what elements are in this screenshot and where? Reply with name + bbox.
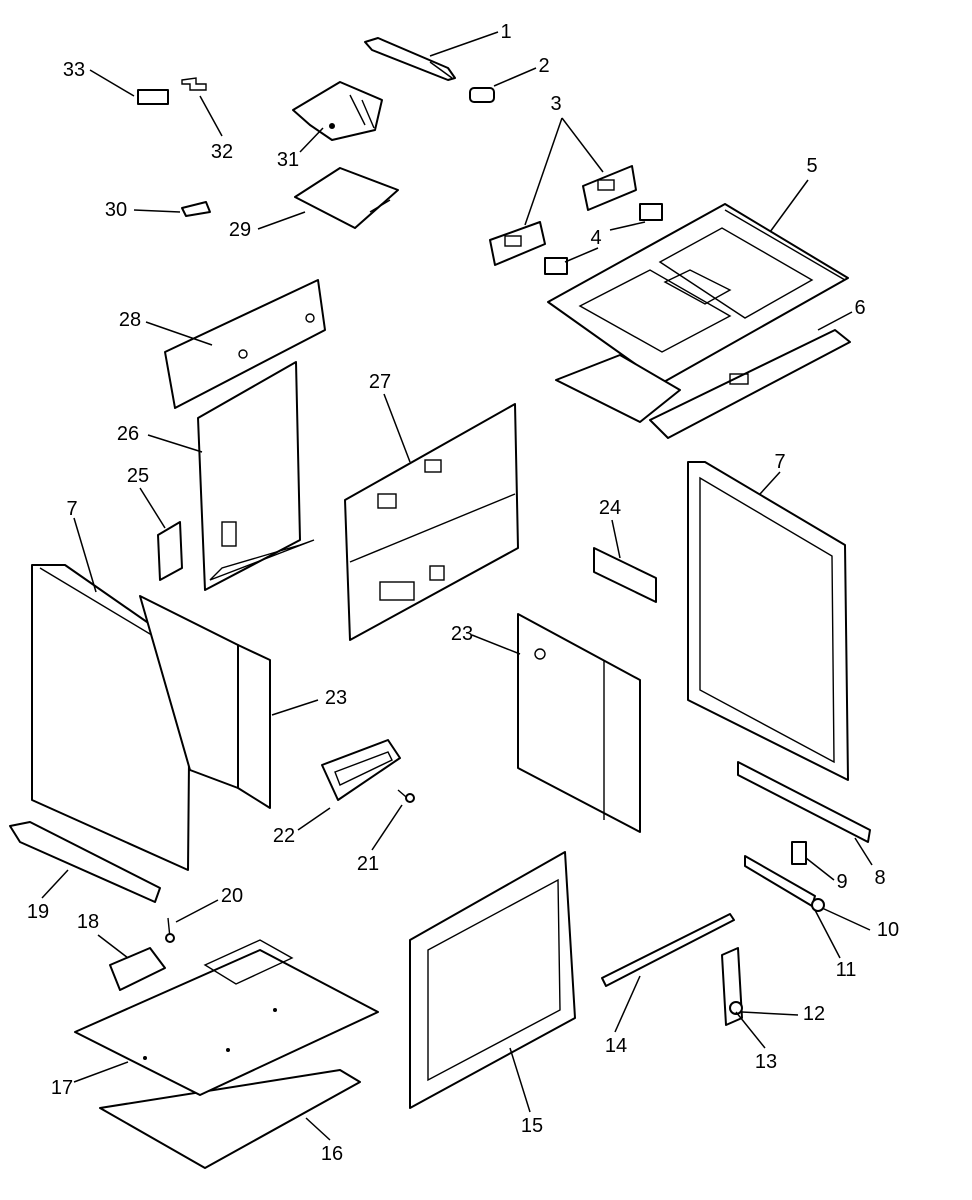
part-23-panel-left [139,595,271,809]
callout-17: 17 [51,1077,73,1099]
callout-28: 28 [119,309,141,331]
part-17-base-pan [74,939,379,1096]
callout-9: 9 [836,871,847,893]
part-31-switch-assembly [292,81,383,141]
part-26-back-panel [197,361,315,591]
part-12-hinge-roller [729,1001,743,1015]
callout-29: 29 [229,219,251,241]
callout-19: 19 [27,901,49,923]
callout-7-right: 7 [774,451,785,473]
callout-32: 32 [211,141,233,163]
part-24-bracket [593,547,657,603]
part-15-front-frame [409,851,576,1109]
part-6-plates [555,329,851,439]
callout-8: 8 [874,867,885,889]
callout-2: 2 [538,55,549,77]
part-23-panel-right [517,613,641,833]
callout-20: 20 [221,885,243,907]
callout-33: 33 [63,59,85,81]
callout-25: 25 [127,465,149,487]
part-27-oven-back-panel [344,403,519,641]
callout-1: 1 [500,21,511,43]
callout-5: 5 [806,155,817,177]
part-7-side-frame-right [687,461,849,781]
callout-27: 27 [369,371,391,393]
part-22-bracket [321,739,401,801]
part-9-clip [791,841,807,865]
callout-22: 21 [357,853,379,875]
part-18-bracket [109,947,166,991]
part-10-roller [811,898,825,912]
part-8-rail [737,761,871,843]
callout-10: 10 [877,919,899,941]
part-30-small-bracket [181,201,211,217]
part-19-front-rail [9,821,161,903]
part-20-screw [165,917,175,943]
part-14-strip [601,913,735,987]
callout-23-right: 23 [451,623,473,645]
part-29-bracket [294,167,399,229]
callout-11: 11 [836,959,857,981]
part-28-back-guard [164,279,326,409]
part-16-bottom-plate [99,1069,361,1169]
callout-14: 14 [605,1035,627,1057]
callout-13: 13 [755,1051,777,1073]
callout-23-left: 23 [325,687,347,709]
leader-lines [41,31,873,1141]
callout-26: 26 [117,423,139,445]
part-4-small-brackets [544,203,663,275]
callout-30: 30 [105,199,127,221]
callout-numbers: 1 2 3 4 5 6 7 7 8 9 10 11 12 13 14 15 16… [27,21,899,1165]
part-3-brackets [489,165,637,266]
part-32-clip [181,77,207,91]
part-1-rod [364,37,456,81]
part-33-label [137,89,169,105]
callout-6: 6 [854,297,865,319]
callout-16: 16 [321,1143,343,1165]
callout-18: 18 [77,911,99,933]
callout-7-left: 7 [66,498,77,520]
callout-31: 31 [277,149,299,171]
callout-12: 12 [803,1003,825,1025]
callout-4: 4 [590,227,601,249]
callout-15: 15 [521,1115,543,1137]
callout-21: 22 [273,825,295,847]
callout-24: 24 [599,497,621,519]
part-5-top-pan [547,203,849,384]
callout-3: 3 [550,93,561,115]
part-2-clip [469,87,495,103]
part-25-small-plate [157,521,183,581]
part-21-screw [397,789,415,803]
